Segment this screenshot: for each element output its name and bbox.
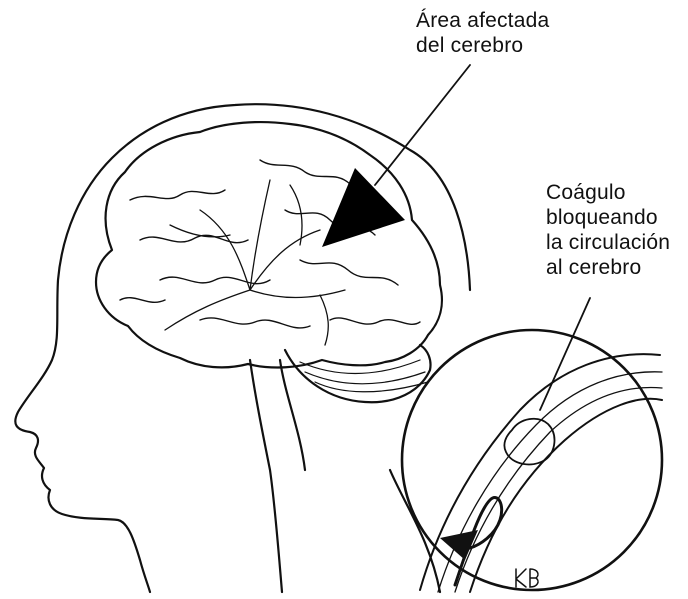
clot	[504, 419, 554, 465]
affected-area-label-line2: del cerebro	[416, 33, 549, 58]
clot-label-line1: Coágulo	[546, 180, 670, 205]
clot-label-line3: la circulación	[546, 230, 670, 255]
brain-outline	[96, 122, 442, 367]
head-profile-outline	[15, 104, 470, 592]
pointer-line-affected-area	[375, 65, 470, 185]
artist-signature	[510, 565, 550, 593]
pointer-line-clot	[540, 298, 590, 410]
affected-area-region	[322, 168, 405, 247]
artery-wall-inner	[438, 372, 662, 592]
clot-label-line2: bloqueando	[546, 205, 670, 230]
brainstem	[280, 360, 305, 470]
affected-area-label-line1: Área afectada	[416, 8, 549, 33]
affected-area-label: Área afectada del cerebro	[416, 8, 549, 58]
blood-vessels	[165, 180, 345, 345]
clot-label: Coágulo bloqueando la circulación al cer…	[546, 180, 670, 280]
clot-label-line4: al cerebro	[546, 255, 670, 280]
neck-line	[250, 360, 282, 592]
magnified-view-circle	[402, 330, 662, 590]
